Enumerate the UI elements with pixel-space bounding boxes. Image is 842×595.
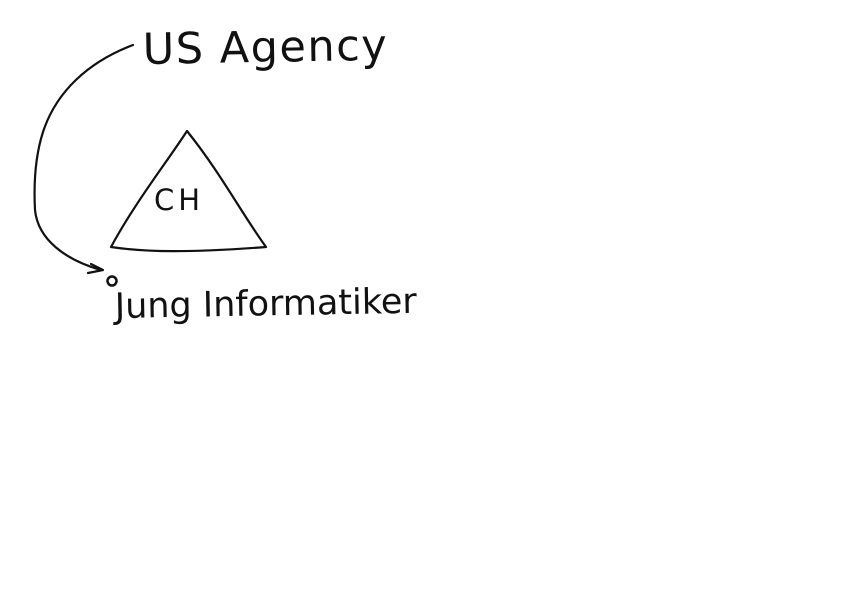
arrowhead-icon [86, 262, 105, 275]
ch-triangle [109, 129, 268, 253]
us-agency-label: US Agency [142, 21, 388, 75]
ch-label: CH [154, 183, 204, 217]
target-dot [106, 275, 118, 287]
jung-informatiker-label: Jung Informatiker [112, 282, 417, 327]
curved-arrow-line [33, 43, 135, 272]
